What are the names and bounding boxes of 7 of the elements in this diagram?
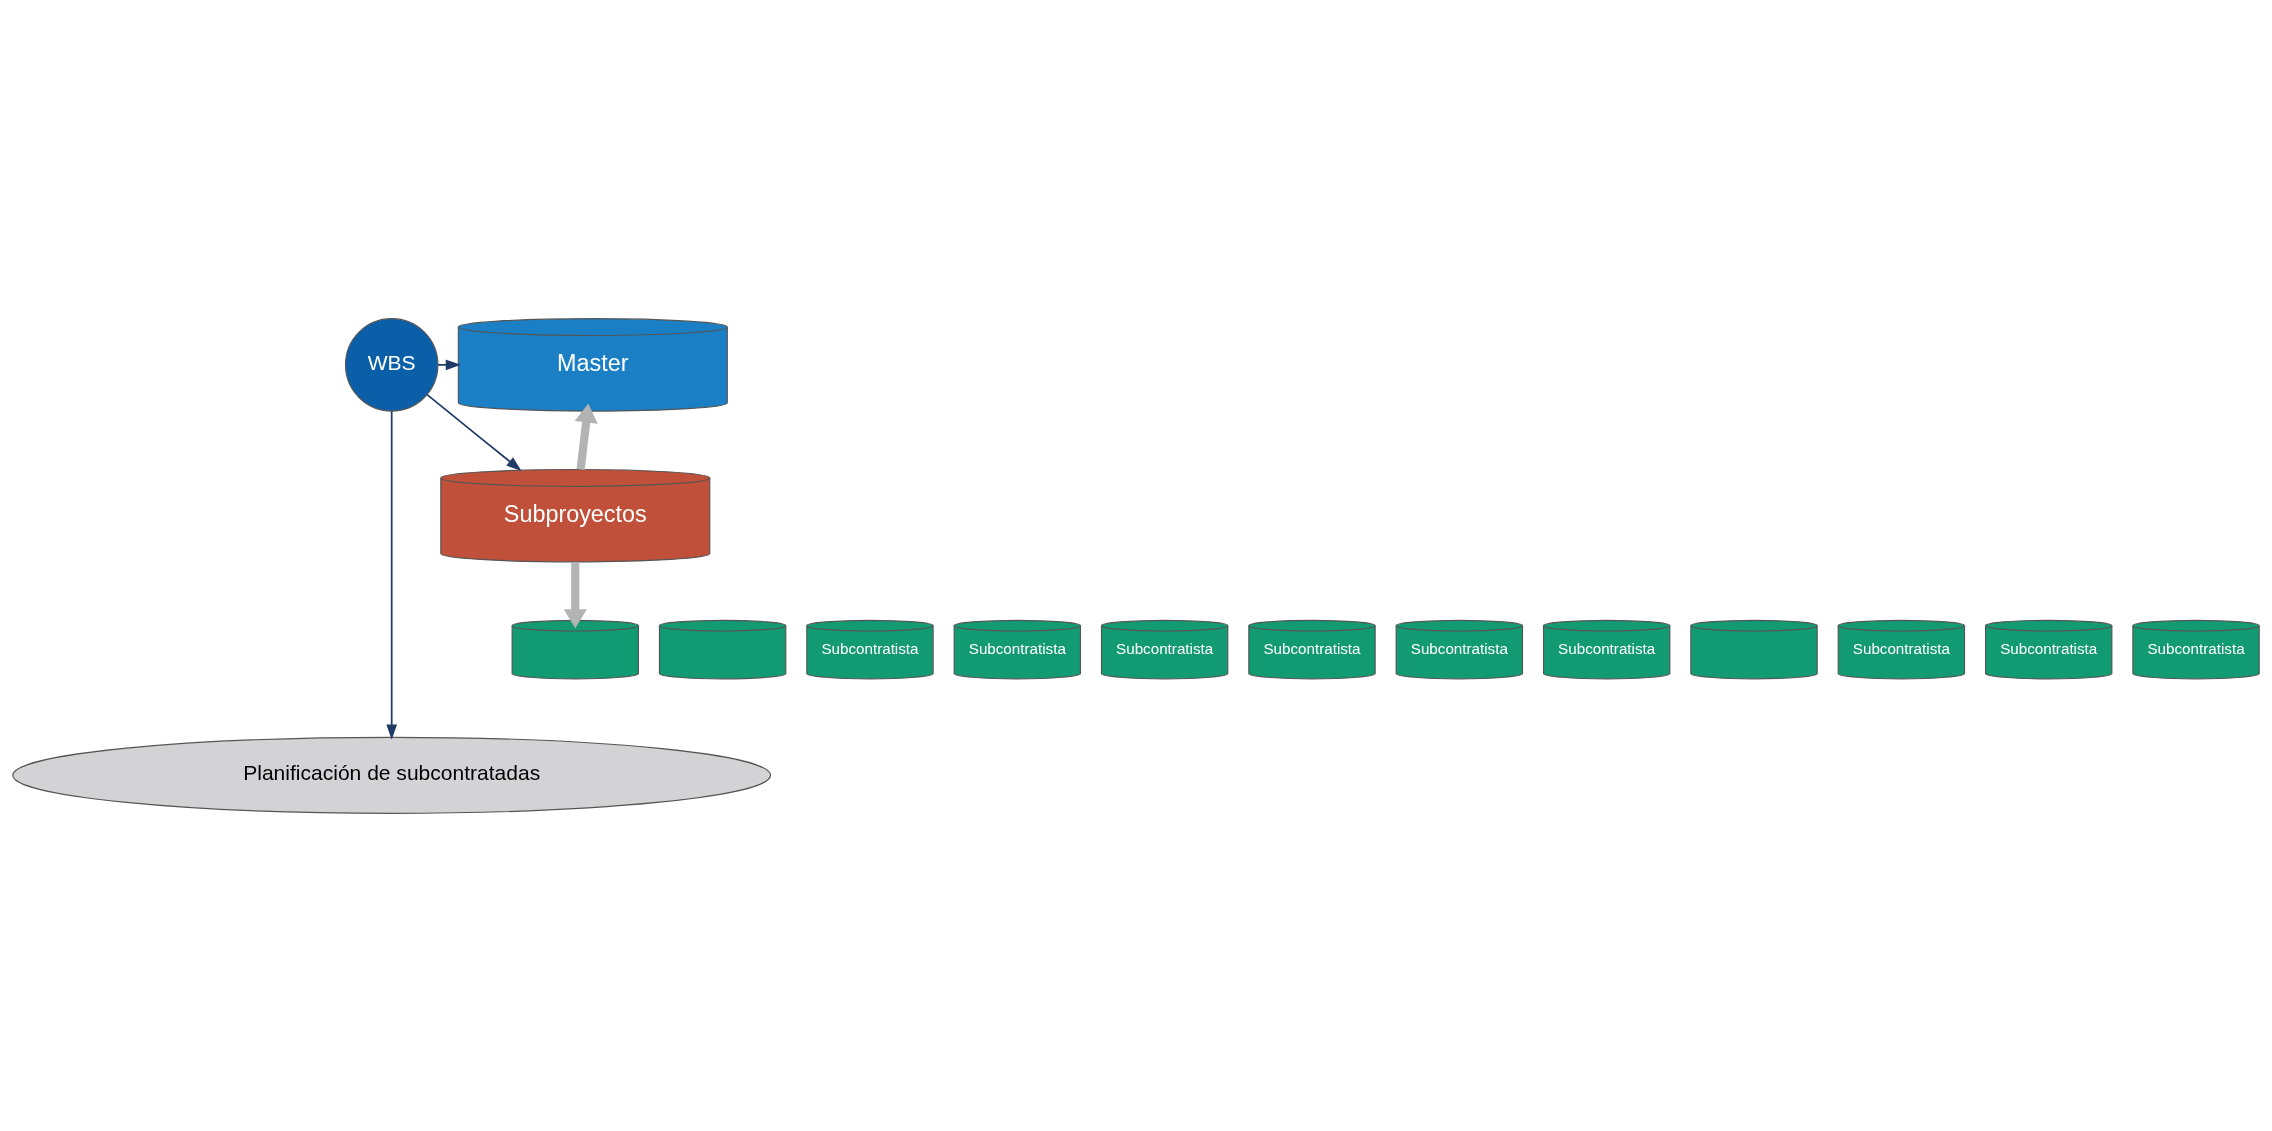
arrow <box>426 393 522 471</box>
arrow <box>563 561 587 628</box>
arrow <box>437 359 461 370</box>
arrow <box>386 409 398 740</box>
node-ellipse: Planificación de subcontratadas <box>12 736 772 814</box>
arrow <box>574 403 598 470</box>
node-circle: WBS <box>344 317 439 412</box>
